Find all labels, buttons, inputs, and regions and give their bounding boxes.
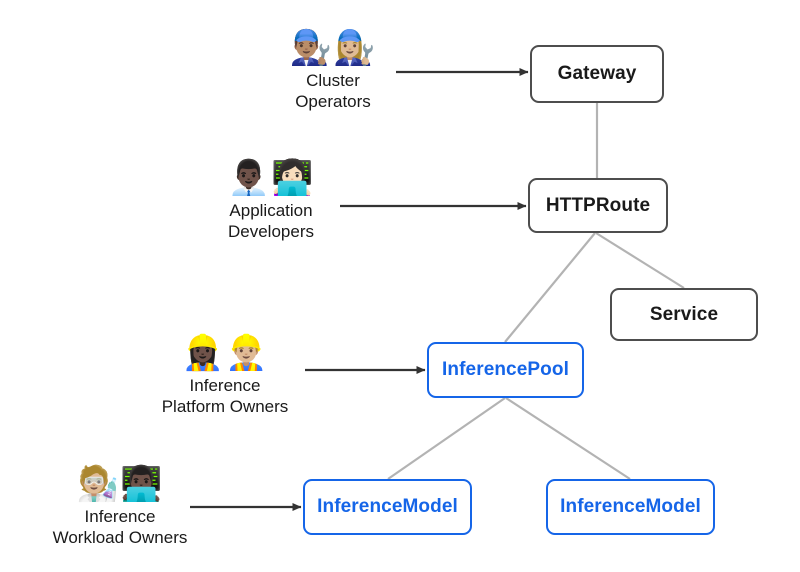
node-inferencepool[interactable]: InferencePool — [427, 342, 584, 398]
cluster-operators-label-line1: Cluster — [306, 71, 360, 90]
persona-application-developers: 👨🏿‍💼👩🏻‍💻 Application Developers — [176, 158, 366, 242]
inference-workload-owners-people-icon: 🧑🏼‍🔬👨🏿‍💻 — [76, 464, 164, 504]
cluster-operators-people-icon: 👨🏽‍🔧👩🏼‍🔧 — [289, 28, 377, 68]
inference-platform-owners-label-line2: Platform Owners — [161, 397, 289, 416]
node-gateway[interactable]: Gateway — [530, 45, 664, 103]
node-httproute-label: HTTPRoute — [545, 194, 651, 216]
node-gateway-label: Gateway — [557, 63, 637, 84]
edge-inferencepool-inferencemodel-1 — [387, 397, 506, 480]
node-inferencemodel-1-label: InferenceModel — [317, 496, 458, 517]
inference-workload-owners-label-line1: Inference — [84, 507, 156, 526]
application-developers-label-line1: Application — [229, 201, 313, 220]
node-inferencemodel-2[interactable]: InferenceModel — [546, 479, 715, 535]
inference-platform-owners-label-line1: Inference — [189, 376, 261, 395]
edge-httproute-inferencepool — [504, 232, 596, 343]
node-inferencemodel-1[interactable]: InferenceModel — [303, 479, 472, 535]
node-service[interactable]: Service — [610, 288, 758, 341]
edge-inferencepool-inferencemodel-2 — [505, 397, 631, 480]
application-developers-label-line2: Developers — [228, 222, 314, 241]
persona-inference-platform-owners: 👷🏿‍♀️👷🏼‍♂️ Inference Platform Owners — [125, 333, 325, 417]
inference-workload-owners-label-line2: Workload Owners — [52, 528, 188, 547]
node-inferencepool-label: InferencePool — [442, 359, 569, 380]
inference-platform-owners-people-icon: 👷🏿‍♀️👷🏼‍♂️ — [181, 333, 269, 373]
node-service-label: Service — [649, 303, 719, 325]
persona-inference-workload-owners: 🧑🏼‍🔬👨🏿‍💻 Inference Workload Owners — [20, 464, 220, 548]
edge-httproute-service — [595, 232, 685, 289]
persona-cluster-operators: 👨🏽‍🔧👩🏼‍🔧 Cluster Operators — [238, 28, 428, 112]
node-httproute[interactable]: HTTPRoute — [528, 178, 668, 233]
cluster-operators-label-line2: Operators — [295, 92, 371, 111]
application-developers-people-icon: 👨🏿‍💼👩🏻‍💻 — [227, 158, 315, 198]
node-inferencemodel-2-label: InferenceModel — [560, 496, 701, 517]
